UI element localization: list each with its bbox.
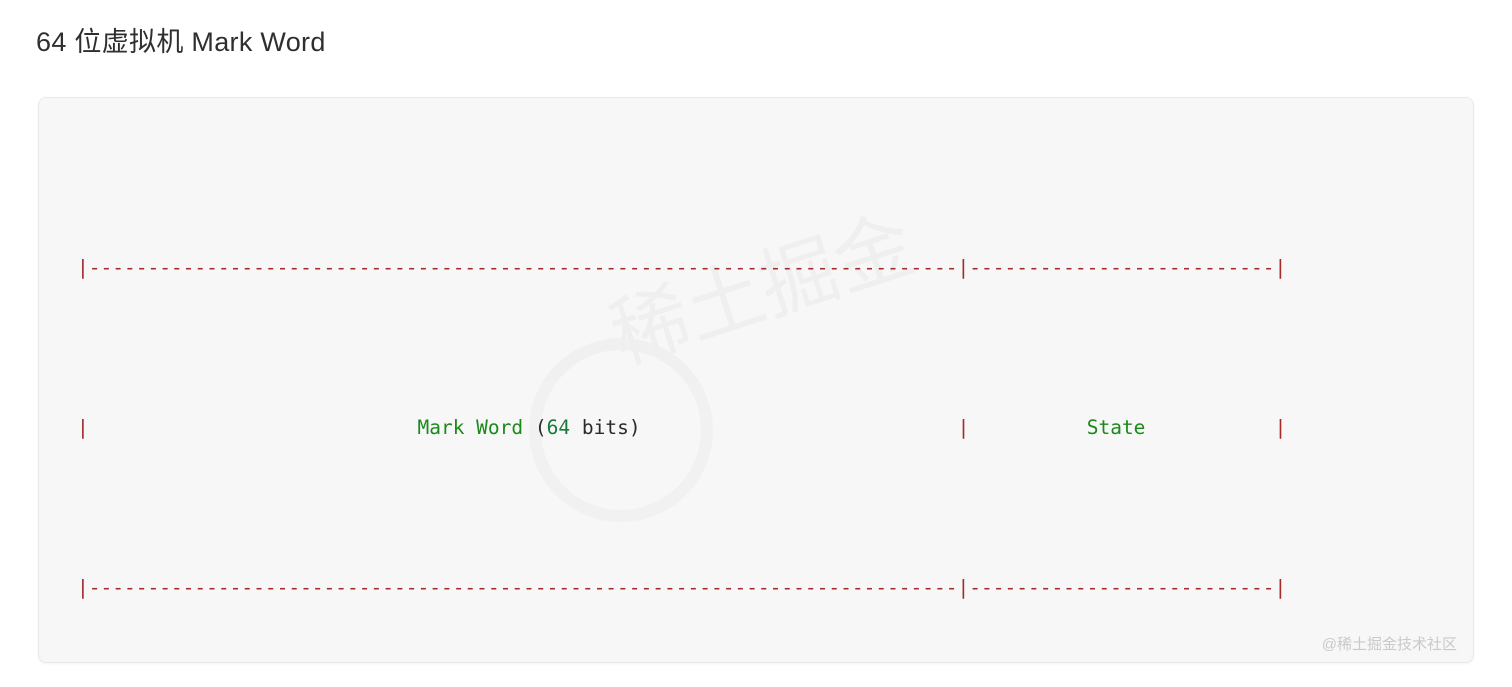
page-title: 64 位虚拟机 Mark Word [36,27,326,57]
code-line-header: | Mark Word (64 bits) | State | [77,416,1287,439]
code-line-rule-top: |---------------------------------------… [77,256,1287,279]
attribution-watermark: @稀土掘金技术社区 [1321,636,1457,653]
code-line-rule-1: |---------------------------------------… [77,576,1287,599]
code-block-card: 稀土掘金 |----------------------------------… [38,97,1474,663]
code-content[interactable]: |---------------------------------------… [39,98,1473,662]
